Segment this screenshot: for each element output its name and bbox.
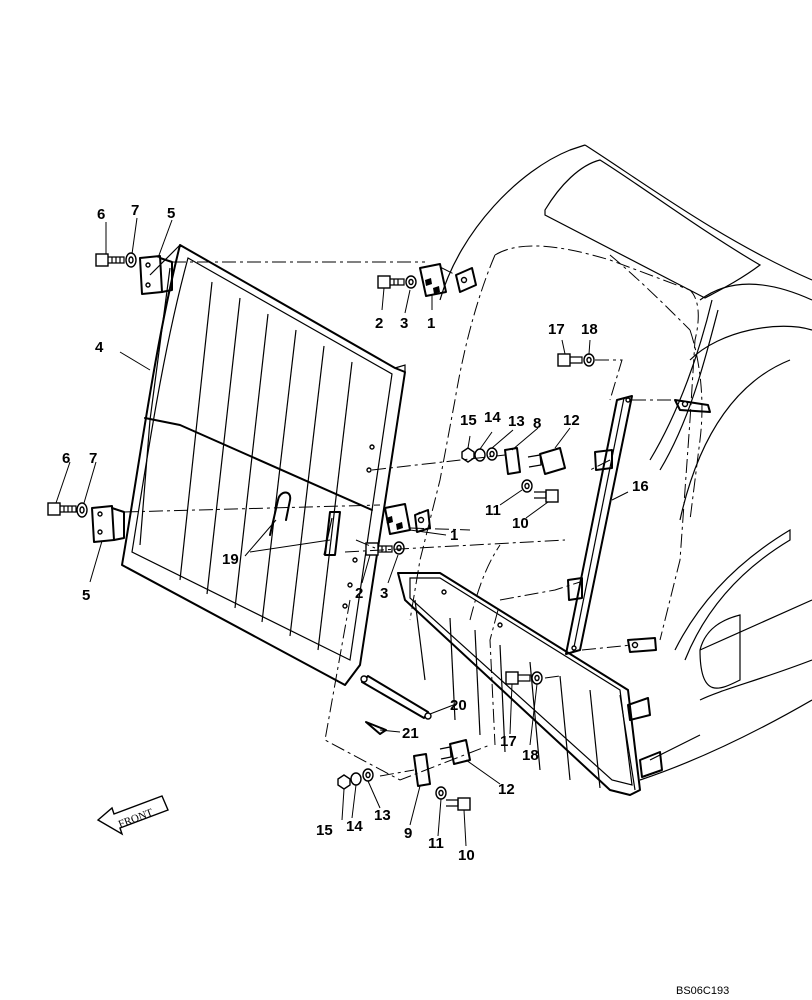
callout-6: 6 xyxy=(97,206,105,223)
front-arrow-icon: FRONT xyxy=(96,795,169,836)
callout-18: 18 xyxy=(522,747,539,764)
cab-body xyxy=(409,144,812,781)
latch-hardware-upper xyxy=(461,447,566,503)
bracket-upper xyxy=(419,263,447,297)
callout-12: 12 xyxy=(563,412,580,429)
bolt-6-upper xyxy=(95,252,137,268)
front-guard-large xyxy=(121,244,406,686)
callout-7: 7 xyxy=(89,450,97,467)
callout-14: 14 xyxy=(346,818,363,835)
hinge-upper xyxy=(139,255,173,295)
callout-2: 2 xyxy=(375,315,383,332)
callout-6: 6 xyxy=(62,450,70,467)
leader-lines xyxy=(55,217,629,847)
callouts: 6 7 5 4 6 7 5 2 3 1 1 2 3 19 17 18 15 14… xyxy=(62,202,649,864)
callout-17: 17 xyxy=(548,321,565,338)
callout-2: 2 xyxy=(355,585,363,602)
hinge-lower xyxy=(91,505,125,543)
callout-11: 11 xyxy=(485,502,501,519)
bolt-17-upper xyxy=(557,353,595,367)
callout-4: 4 xyxy=(95,339,104,356)
callout-8: 8 xyxy=(533,415,541,432)
bracket-lower xyxy=(384,503,411,535)
callout-9: 9 xyxy=(404,825,412,842)
callout-1: 1 xyxy=(450,527,458,544)
callout-1: 1 xyxy=(427,315,435,332)
alignment-lines xyxy=(123,261,680,781)
callout-5: 5 xyxy=(167,205,175,222)
callout-15: 15 xyxy=(316,822,333,839)
bolt-17-lower xyxy=(505,671,543,685)
rod-20 xyxy=(360,675,432,720)
latch-hardware-lower xyxy=(337,739,471,811)
bolt-2-upper xyxy=(377,275,417,289)
hook-19 xyxy=(269,491,292,536)
callout-16: 16 xyxy=(632,478,649,495)
callout-14: 14 xyxy=(484,409,501,426)
bolt-6-lower xyxy=(47,502,88,518)
callout-3: 3 xyxy=(400,315,408,332)
pin-21 xyxy=(365,721,387,735)
callout-13: 13 xyxy=(508,413,525,430)
callout-18: 18 xyxy=(581,321,598,338)
callout-17: 17 xyxy=(500,733,517,750)
callout-21: 21 xyxy=(402,725,419,742)
callout-12: 12 xyxy=(498,781,515,798)
callout-11: 11 xyxy=(428,835,444,852)
bolt-2-lower xyxy=(365,541,405,556)
callout-20: 20 xyxy=(450,697,467,714)
drawing-code: BS06C193 xyxy=(676,985,729,997)
callout-13: 13 xyxy=(374,807,391,824)
callout-10: 10 xyxy=(512,515,529,532)
front-guard-small xyxy=(397,572,641,796)
vertical-bar-16 xyxy=(565,395,633,655)
callout-10: 10 xyxy=(458,847,475,864)
callout-15: 15 xyxy=(460,412,477,429)
callout-7: 7 xyxy=(131,202,139,219)
callout-19: 19 xyxy=(222,551,239,568)
callout-5: 5 xyxy=(82,587,90,604)
callout-3: 3 xyxy=(380,585,388,602)
